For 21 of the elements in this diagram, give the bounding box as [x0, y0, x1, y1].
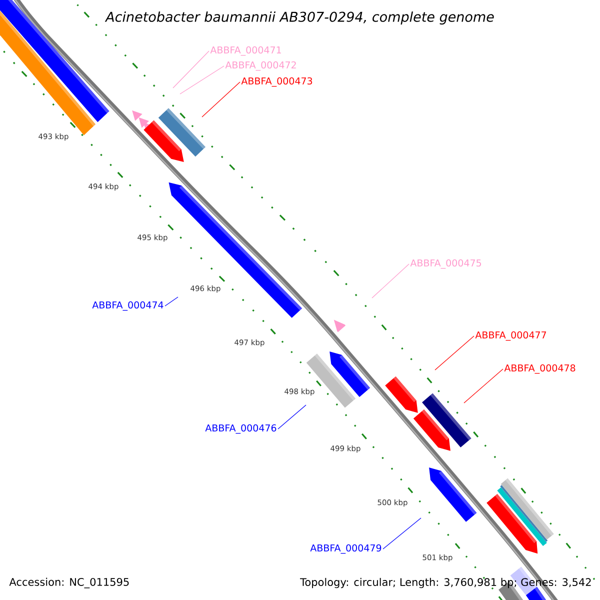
- gene-label: ABBFA_000476: [205, 424, 276, 434]
- gene-label: ABBFA_000475: [410, 259, 482, 269]
- gene-label: ABBFA_000472: [225, 61, 296, 71]
- leader-line: [372, 264, 410, 298]
- title: Acinetobacter baumannii AB307-0294, complete genome: [104, 11, 494, 25]
- leader-line: [278, 404, 306, 430]
- gene-label: ABBFA_000478: [504, 364, 576, 374]
- gene-label: ABBFA_000477: [475, 331, 546, 341]
- genome-info-text: Topology: circular; Length: 3,760,981 bp; Genes: 3,542: [300, 578, 591, 588]
- leader-line: [172, 50, 210, 88]
- gene-label: ABBFA_000473: [241, 77, 312, 87]
- accession-text: Accession: NC_011595: [9, 578, 129, 588]
- gene-label: ABBFA_000474: [92, 301, 164, 311]
- leader-line: [382, 518, 422, 550]
- gene-label: ABBFA_000479: [310, 544, 382, 554]
- leader-line: [434, 336, 474, 370]
- leader-line: [202, 82, 240, 118]
- leader-line: [464, 368, 504, 404]
- gene-label: ABBFA_000471: [210, 46, 281, 56]
- leader-line: [164, 296, 178, 306]
- leader-line: [180, 66, 224, 94]
